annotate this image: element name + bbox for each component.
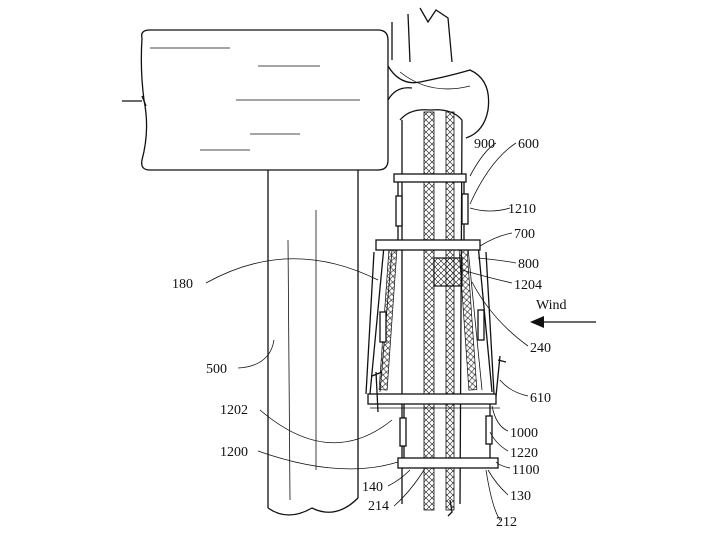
label-1100: 1100 [512, 463, 539, 478]
label-900: 900 [474, 137, 495, 152]
pad-right-upper [462, 194, 468, 224]
label-1000: 1000 [510, 426, 538, 441]
label-500: 500 [206, 362, 227, 377]
band-900 [394, 174, 466, 182]
label-1200: 1200 [220, 445, 248, 460]
label-1220: 1220 [510, 446, 538, 461]
pad-right-low [486, 416, 492, 444]
label-130: 130 [510, 489, 531, 504]
band-700 [376, 240, 480, 250]
wind-label: Wind [536, 298, 567, 313]
pad-right-mid [478, 310, 484, 340]
label-600: 600 [518, 137, 539, 152]
label-180: 180 [172, 277, 193, 292]
label-700: 700 [514, 227, 535, 242]
trunk-column [268, 168, 358, 515]
label-240: 240 [530, 341, 551, 356]
label-214: 214 [368, 499, 389, 514]
label-1204: 1204 [514, 278, 542, 293]
band-1100 [398, 458, 498, 468]
label-610: 610 [530, 391, 551, 406]
label-1210: 1210 [508, 202, 536, 217]
sensor-box [434, 258, 462, 286]
label-800: 800 [518, 257, 539, 272]
band-1000 [368, 394, 496, 404]
wind-arrow [530, 316, 596, 328]
label-1202: 1202 [220, 403, 248, 418]
label-140: 140 [362, 480, 383, 495]
upper-branch [388, 8, 489, 138]
pad-left-upper [396, 196, 402, 226]
horizontal-branch [122, 30, 388, 170]
pole [400, 110, 462, 516]
pad-left-low [400, 418, 406, 446]
pad-left-mid [380, 312, 386, 342]
label-212: 212 [496, 515, 517, 530]
